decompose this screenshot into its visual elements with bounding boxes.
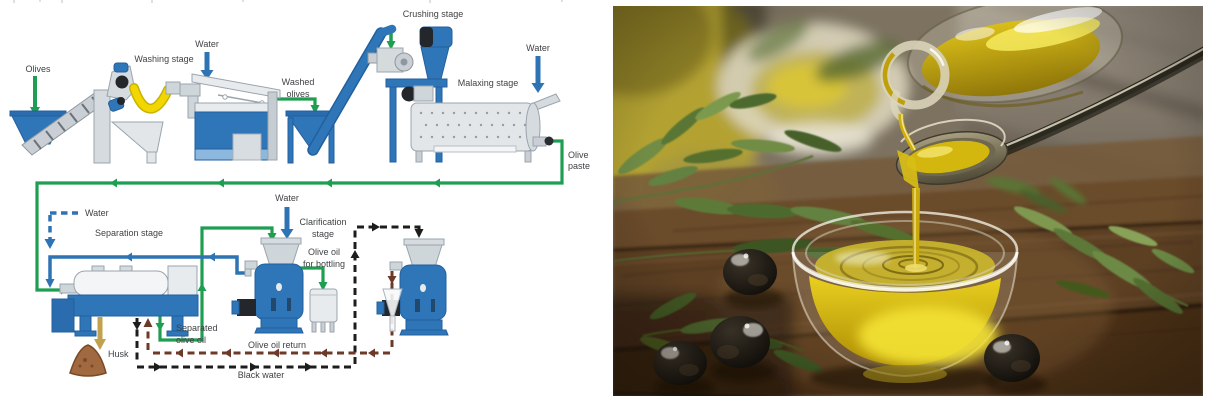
- svg-text:Separated: Separated: [176, 323, 218, 333]
- olive-oil-photo: [613, 6, 1203, 396]
- svg-text:for bottling: for bottling: [303, 259, 345, 269]
- label-malaxing-stage: Malaxing stage: [458, 78, 519, 88]
- decanter-centrifuge: [51, 265, 199, 337]
- svg-text:stage: stage: [312, 229, 334, 239]
- label-crushing-stage: Crushing stage: [403, 9, 464, 19]
- elevator-conveyor: [21, 62, 136, 164]
- malaxer: [410, 93, 561, 163]
- label-separation-stage: Separation stage: [95, 228, 163, 238]
- diagram-labels: Olives Washing stage Water Washed olives…: [25, 9, 590, 380]
- clarifier-motor: [237, 299, 256, 316]
- olive-oil-process-diagram: Olives Washing stage Water Washed olives…: [9, 0, 590, 380]
- label-water-washing: Water: [195, 39, 219, 49]
- discharge-chute: [129, 81, 201, 119]
- washing-machine: [191, 73, 281, 161]
- svg-text:paste: paste: [568, 161, 590, 171]
- label-washing-stage: Washing stage: [134, 54, 193, 64]
- svg-text:Washed: Washed: [282, 77, 315, 87]
- clarifier-centrifuge: [231, 237, 304, 334]
- recovery-centrifuge: [376, 238, 449, 336]
- malaxer-outlet-valve: [544, 136, 554, 146]
- water-flow-lines: [44, 52, 545, 288]
- label-olive-oil-for-bottling: Olive oil for bottling: [303, 247, 345, 269]
- water-recycle-line: [48, 255, 250, 280]
- leaf-removal-funnel: [110, 121, 164, 164]
- bottling-tank: [309, 288, 338, 333]
- vignette: [613, 6, 1203, 396]
- label-water-separation: Water: [85, 208, 109, 218]
- label-washed-olives: Washed olives: [282, 77, 315, 99]
- label-water-malaxing: Water: [526, 43, 550, 53]
- husk-pile: [69, 344, 107, 377]
- svg-text:Olive: Olive: [568, 150, 589, 160]
- label-olives: Olives: [25, 64, 51, 74]
- svg-text:Clarification: Clarification: [299, 217, 346, 227]
- label-separated-olive-oil: Separated olive oil: [176, 323, 218, 345]
- washed-olives-line: [268, 97, 317, 106]
- svg-text:Olive oil: Olive oil: [308, 247, 340, 257]
- svg-text:olives: olives: [286, 89, 310, 99]
- husk-flow: [94, 317, 106, 350]
- label-black-water: Black water: [238, 370, 285, 380]
- svg-text:olive oil: olive oil: [176, 335, 206, 345]
- olive-paste-return-line: [35, 139, 564, 292]
- cropped-text-artifacts: [13, 0, 563, 3]
- black-water-lines: [132, 222, 424, 372]
- screw-conveyor: [307, 24, 397, 156]
- label-olive-paste: Olive paste: [568, 150, 590, 171]
- label-water-clarification: Water: [275, 193, 299, 203]
- label-clarification-stage: Clarification stage: [299, 217, 346, 239]
- elevator-roller: [115, 75, 129, 89]
- label-husk: Husk: [108, 349, 129, 359]
- malaxer-perforations: [419, 111, 527, 139]
- water-supply-dashed: [48, 211, 78, 240]
- label-olive-oil-return: Olive oil return: [248, 340, 306, 350]
